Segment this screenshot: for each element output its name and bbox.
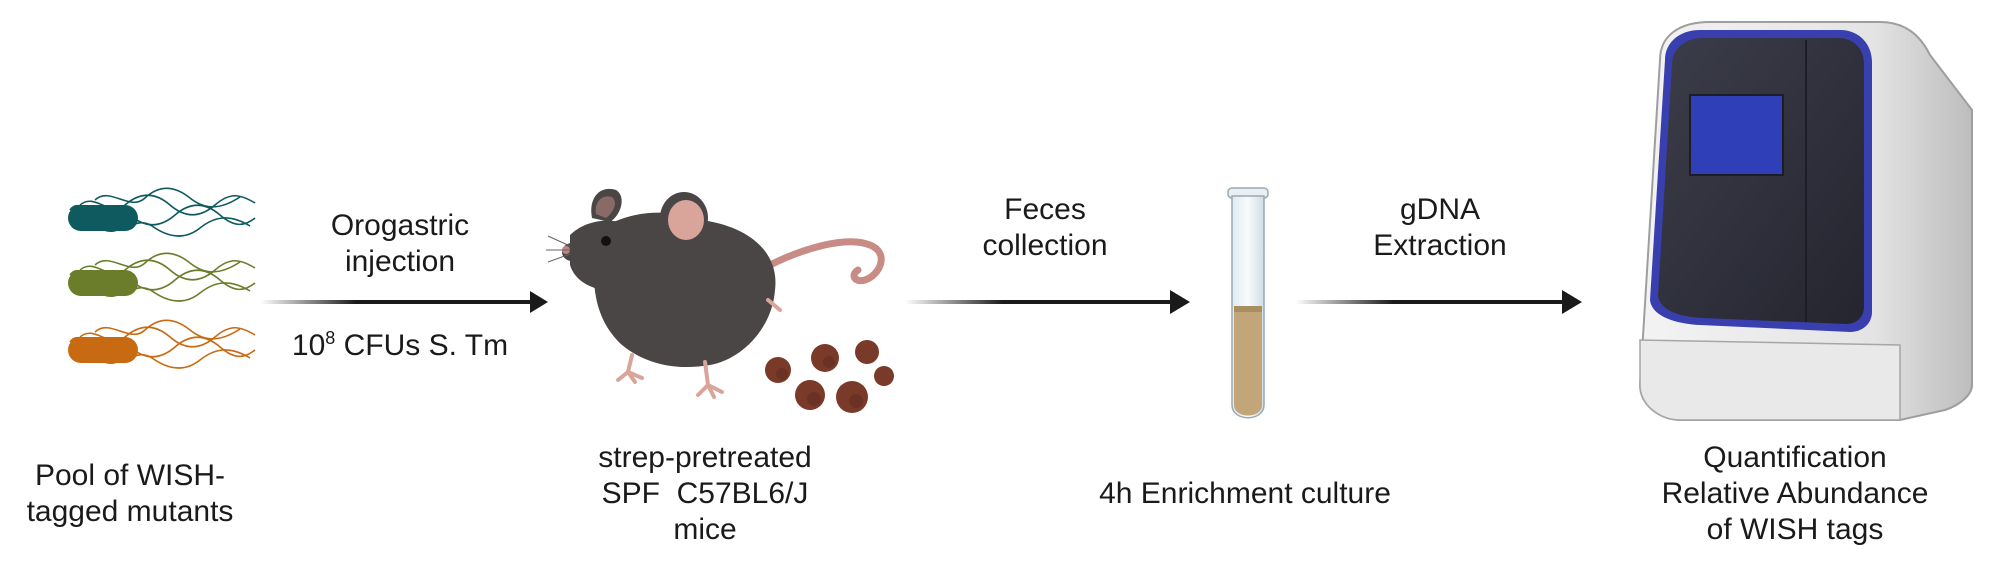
mice-label-line3: mice xyxy=(673,513,737,546)
pool-label-line2: tagged mutants xyxy=(26,495,234,528)
mouse-icon xyxy=(546,188,885,399)
mice-label-line1: strep-pretreated xyxy=(598,441,812,474)
quant-label-line3: of WISH tags xyxy=(1706,513,1884,546)
quant-label-line2: Relative Abundance xyxy=(1661,477,1929,510)
extraction-label-line2: Extraction xyxy=(1373,229,1507,262)
mice-label-line2: SPF C57BL6/J xyxy=(601,477,809,510)
mice-label: strep-pretreated SPF C57BL6/J mice xyxy=(580,440,830,548)
bacterium-orange-icon xyxy=(68,319,256,369)
dose-rest: CFUs S. Tm xyxy=(335,329,509,362)
bacterium-olive-icon xyxy=(68,252,256,302)
enrichment-label-text: 4h Enrichment culture xyxy=(1099,477,1391,510)
dose-base: 10 xyxy=(291,329,326,362)
dose-exponent: 8 xyxy=(325,328,336,348)
arrow-injection-icon xyxy=(260,291,548,313)
injection-label-line2: injection xyxy=(344,245,456,278)
dose-text: 108 CFUs S. Tm xyxy=(292,329,508,362)
arrow-extraction-icon xyxy=(1295,290,1582,314)
bacterium-teal-icon xyxy=(68,187,256,237)
injection-label-line1: Orogastric xyxy=(330,209,470,242)
pool-label: Pool of WISH- tagged mutants xyxy=(15,458,245,530)
dose-label: 108 CFUs S. Tm xyxy=(270,328,530,364)
arrow-feces-icon xyxy=(905,290,1190,314)
culture-tube-icon xyxy=(1227,187,1269,419)
enrichment-label: 4h Enrichment culture xyxy=(1080,476,1410,512)
quant-label: Quantification Relative Abundance of WIS… xyxy=(1640,440,1950,548)
extraction-label-line1: gDNA xyxy=(1399,193,1481,226)
feces-label-line2: collection xyxy=(982,229,1108,262)
quant-label-line1: Quantification xyxy=(1703,441,1887,474)
pool-label-line1: Pool of WISH- xyxy=(34,459,226,492)
feces-label-line1: Feces xyxy=(1004,193,1086,226)
extraction-label: gDNA Extraction xyxy=(1340,192,1540,264)
injection-label: Orogastric injection xyxy=(300,208,500,280)
qpcr-instrument-icon xyxy=(1638,21,1973,421)
feces-icon xyxy=(765,340,894,413)
feces-label: Feces collection xyxy=(945,192,1145,264)
